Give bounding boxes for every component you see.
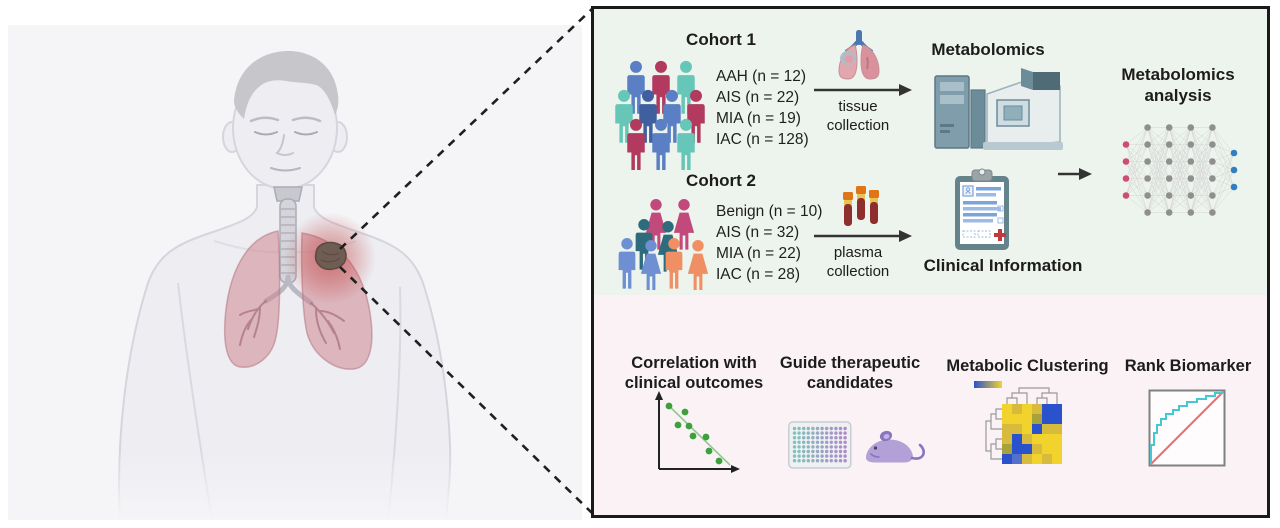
lungs-icon — [838, 30, 880, 80]
mouse-icon — [865, 430, 925, 463]
scene-bottom-fade — [8, 450, 582, 520]
larynx — [273, 186, 303, 202]
metabolomics-title: Metabolomics — [931, 40, 1045, 59]
cohort1-item: AAH (n = 12) — [716, 68, 807, 85]
human-body-illustration-panel — [8, 25, 582, 521]
mouse-tail — [910, 443, 925, 460]
row-dendrogram — [985, 408, 1002, 460]
cohort1-item: MIA (n = 19) — [716, 110, 801, 127]
tumor — [314, 241, 347, 271]
heatmap-dendrogram-icon — [974, 381, 1062, 464]
outcome-clustering-title: Metabolic Clustering — [946, 357, 1109, 375]
crowd-icon — [615, 60, 705, 170]
right-eyebrow — [291, 116, 322, 123]
metabolomics-analysis-title: Metabolomics analysis — [1121, 65, 1235, 105]
scatter-points — [665, 402, 723, 465]
cohort1-title: Cohort 1 — [686, 30, 756, 49]
cohort2-item: MIA (n = 22) — [716, 245, 801, 262]
nose — [275, 134, 294, 156]
cohort2-item: AIS (n = 32) — [716, 224, 800, 241]
bronchial-tree — [239, 300, 345, 350]
family-crowd-icon — [618, 199, 709, 290]
mass-spectrometer-icon — [934, 68, 1063, 150]
well-plate-and-mouse-icon — [788, 421, 925, 469]
plasma-collection-label: plasma collection — [826, 244, 890, 280]
roc-curve-icon — [1148, 389, 1226, 467]
scatter-plot-icon — [655, 391, 740, 473]
mouth — [270, 167, 301, 172]
cohort1-list: AAH (n = 12) AIS (n = 22) MIA (n = 19) I… — [716, 66, 809, 150]
human-body-lungs-illustration — [118, 51, 452, 521]
cohort1-item: IAC (n = 128) — [716, 131, 809, 148]
outcome-therapeutic-title: Guide therapeutic candidates — [779, 354, 921, 392]
hair — [234, 51, 339, 119]
outcome-biomarker-title: Rank Biomarker — [1124, 357, 1252, 375]
cohort2-list: Benign (n = 10) AIS (n = 32) MIA (n = 22… — [716, 201, 822, 285]
clipboard-icon — [955, 168, 1009, 250]
cohort2-item: IAC (n = 28) — [716, 266, 800, 283]
roc-diagonal — [1150, 391, 1224, 465]
heatmap-cells — [1002, 404, 1062, 464]
closed-right-eye — [294, 131, 318, 136]
tissue-arrow-icon — [814, 84, 912, 96]
roc-curve — [1150, 392, 1223, 464]
right-lung — [223, 230, 281, 368]
blood-tubes-icon — [843, 186, 879, 226]
plasma-arrow-icon — [814, 230, 912, 242]
tumor-texture — [320, 250, 341, 263]
study-design-section: Cohort 1 — [594, 9, 1267, 295]
workflow-panel: Cohort 1 — [591, 6, 1270, 518]
column-dendrogram — [1006, 387, 1058, 404]
heatmap-colorbar — [974, 381, 1002, 388]
outcome-correlation-title: Correlation with clinical outcomes — [624, 354, 764, 392]
tissue-collection-label: tissue collection — [826, 98, 890, 134]
cohort2-item: Benign (n = 10) — [716, 203, 823, 220]
closed-left-eye — [254, 131, 278, 136]
medical-cross-icon — [994, 229, 1006, 241]
merge-arrow-icon — [1058, 168, 1092, 180]
cohort1-item: AIS (n = 22) — [716, 89, 800, 106]
neural-network-icon — [1122, 124, 1238, 216]
cohort2-title: Cohort 2 — [686, 171, 756, 190]
left-eyebrow — [249, 116, 280, 123]
applications-section: Correlation with clinical outcomes Guide… — [594, 295, 1267, 515]
clinical-information-title: Clinical Information — [923, 256, 1083, 275]
